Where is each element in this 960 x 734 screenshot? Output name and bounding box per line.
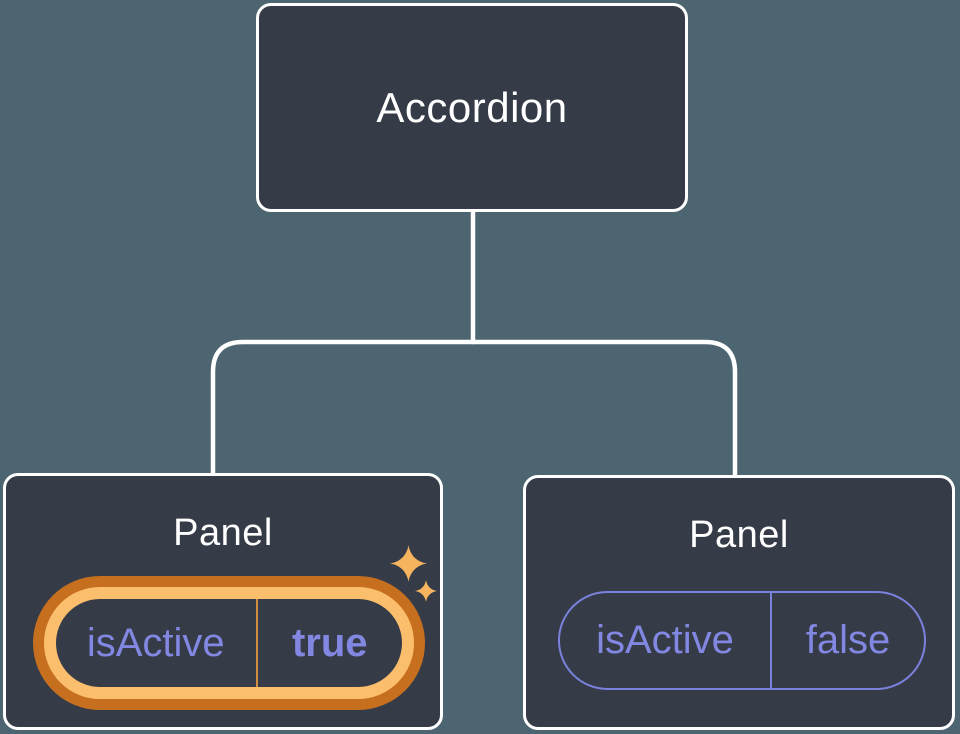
component-node-panel-active: Panel isActive true xyxy=(3,473,443,730)
connector-branches xyxy=(210,339,738,480)
prop-name: isActive xyxy=(596,618,734,662)
prop-name: isActive xyxy=(86,620,225,665)
component-node-accordion: Accordion xyxy=(256,3,688,212)
component-label: Panel xyxy=(173,512,273,554)
prop-value: true xyxy=(291,620,368,665)
sparkles-icon xyxy=(415,580,437,602)
state-pill-active: isActive true xyxy=(44,587,414,699)
component-label: Panel xyxy=(689,514,789,556)
pill-divider xyxy=(255,599,258,687)
state-pill-inactive: isActive false xyxy=(558,591,926,690)
component-node-panel-inactive: Panel isActive false xyxy=(523,475,955,730)
component-label: Accordion xyxy=(376,83,568,131)
pill-divider xyxy=(769,593,772,688)
prop-value: false xyxy=(805,618,891,662)
